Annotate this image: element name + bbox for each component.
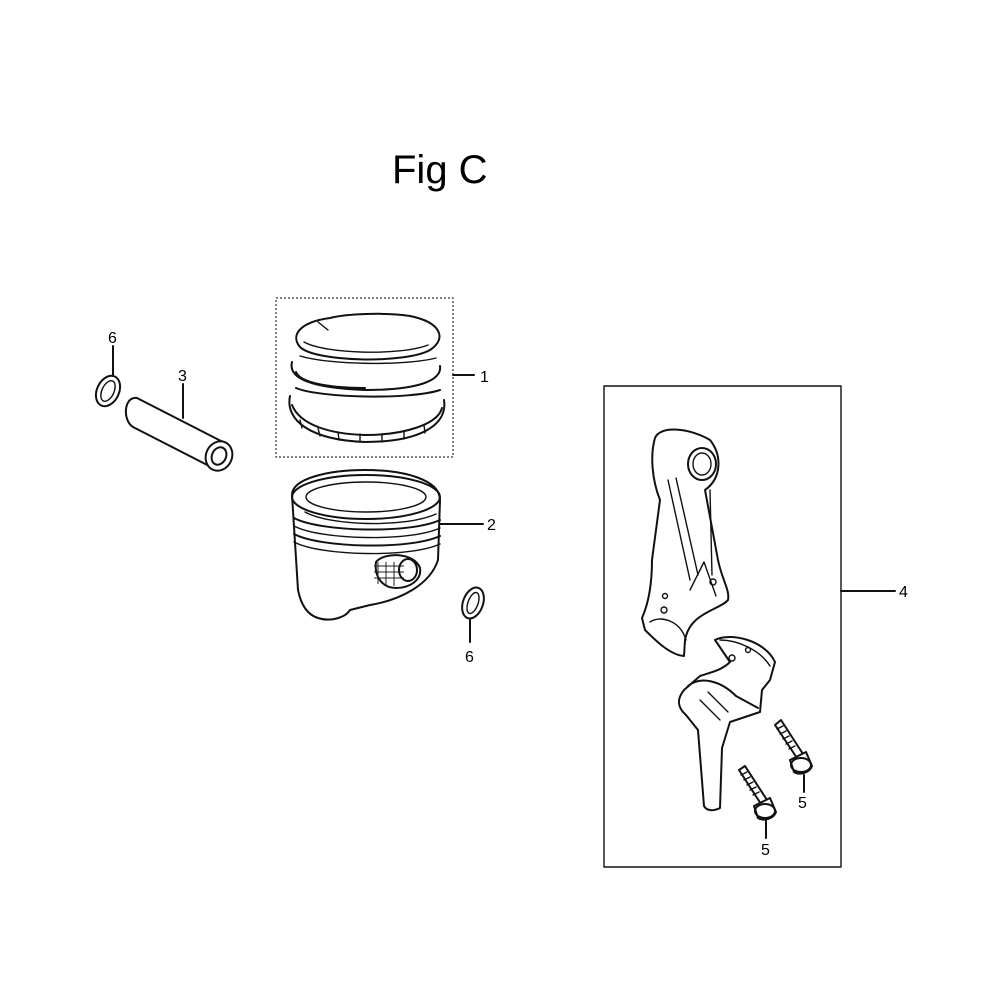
connecting-rod-bolt-lower[interactable] xyxy=(738,765,777,839)
callout-4: 4 xyxy=(899,584,908,601)
callout-2: 2 xyxy=(487,517,496,534)
piston-pin-clip-right[interactable] xyxy=(458,585,488,643)
piston-pin-clip-left[interactable] xyxy=(91,345,124,410)
connecting-rod-assembly[interactable] xyxy=(603,385,896,868)
callout-3: 3 xyxy=(178,368,187,385)
figure-title: Fig C xyxy=(392,148,488,192)
connecting-rod-box xyxy=(603,385,842,868)
connecting-rod-bolt-upper[interactable] xyxy=(774,719,813,793)
piston-ring-set[interactable] xyxy=(275,297,475,458)
piston-pin[interactable] xyxy=(125,383,237,475)
callout-5-upper: 5 xyxy=(798,795,807,812)
callout-6-left: 6 xyxy=(108,330,117,347)
callout-5-lower: 5 xyxy=(761,842,770,859)
callout-1: 1 xyxy=(480,369,489,386)
callout-6-right: 6 xyxy=(465,649,474,666)
ring-set-box xyxy=(275,297,454,458)
piston[interactable] xyxy=(291,469,484,621)
